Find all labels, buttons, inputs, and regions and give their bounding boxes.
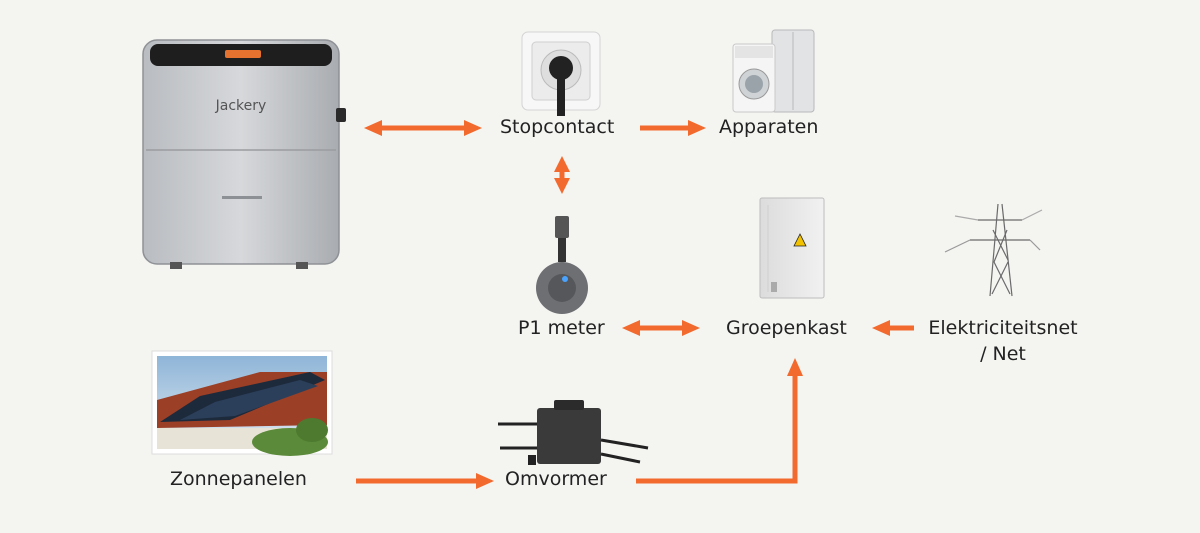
solar-roof-icon (151, 350, 333, 456)
fuse-box-icon (759, 197, 825, 299)
elektriciteitsnet-label-line1: Elektriciteitsnet (928, 317, 1078, 339)
arrow-omvormer-groepenkast (636, 358, 803, 484)
p1-meter-icon (536, 216, 588, 314)
elektriciteitsnet-label-line2: / Net (980, 343, 1026, 365)
omvormer-label: Omvormer (505, 468, 607, 490)
battery-brand-logo: Jackery (215, 98, 267, 114)
wall-socket-icon (521, 31, 601, 116)
power-pylon-icon (944, 203, 1043, 297)
p1meter-label: P1 meter (518, 317, 605, 339)
arrow-stopcontact-apparaten (640, 120, 706, 136)
arrow-stopcontact-p1meter (554, 156, 570, 194)
micro-inverter-icon (498, 400, 649, 465)
stopcontact-label: Stopcontact (500, 116, 615, 138)
groepenkast-label: Groepenkast (726, 317, 847, 339)
arrow-p1meter-groepenkast (622, 320, 700, 336)
arrow-zonnepanelen-omvormer (356, 473, 494, 489)
elektriciteitsnet-label: Elektriciteitsnet / Net (922, 317, 1084, 365)
flow-arrows (356, 120, 914, 489)
zonnepanelen-label: Zonnepanelen (170, 468, 307, 490)
arrow-net-groepenkast (872, 320, 914, 336)
appliances-icon (732, 29, 815, 113)
home-battery-icon (142, 39, 346, 269)
apparaten-label: Apparaten (719, 116, 819, 138)
arrow-battery-stopcontact (364, 120, 482, 136)
